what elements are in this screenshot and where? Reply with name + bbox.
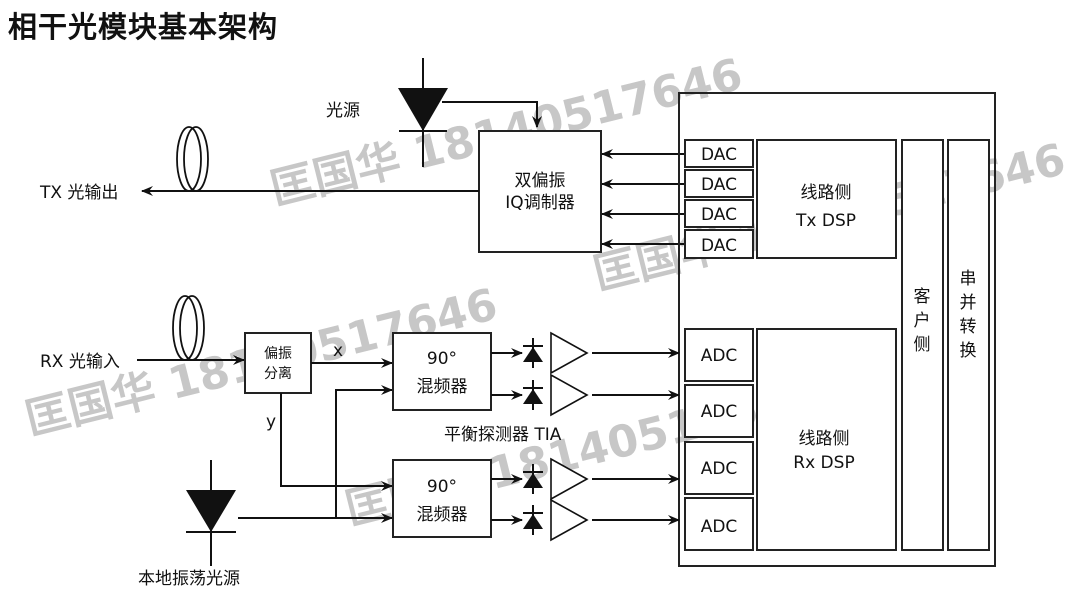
photodiode-icon (523, 380, 543, 410)
dac-arrows (601, 149, 685, 249)
detector-chain (491, 373, 680, 417)
page-title: 相干光模块基本架构 (8, 10, 279, 44)
dsp-chip-block (678, 92, 996, 567)
client-side-char: 户 (914, 311, 931, 331)
tx-dsp-label-2: Tx DSP (795, 211, 856, 231)
y-branch-line (280, 393, 393, 491)
iq-modulator-label-2: IQ调制器 (505, 193, 574, 213)
adc-label: ADC (701, 517, 738, 537)
detector-chain (491, 457, 680, 501)
serdes-block (947, 139, 990, 551)
serdes-char: 并 (960, 293, 977, 313)
y-branch-label: y (266, 412, 276, 432)
tx-laser-icon (398, 58, 542, 167)
tia-amplifier-icon (550, 331, 589, 375)
dac-label: DAC (701, 205, 737, 225)
mixer-x-block (392, 332, 492, 411)
dac-block (684, 229, 754, 259)
dac-block (684, 139, 754, 168)
serdes-char: 串 (960, 269, 977, 289)
tx-dsp-block (756, 139, 897, 259)
client-side-char: 侧 (914, 335, 931, 355)
local-oscillator-label: 本地振荡光源 (138, 569, 240, 589)
serdes-char: 换 (960, 341, 977, 361)
rx-fiber-coil-icon (172, 295, 205, 361)
photodiode-icon (523, 464, 543, 494)
tx-fiber-coil-icon (176, 126, 209, 192)
iq-modulator-label-1: 双偏振 (515, 171, 566, 191)
iq-modulator-block (478, 130, 602, 253)
mixer-y-block (392, 459, 492, 538)
pol-splitter-label-1: 偏振 (264, 346, 292, 362)
dac-group: DAC DAC DAC DAC (684, 139, 754, 259)
adc-block (684, 384, 754, 438)
adc-label: ADC (701, 402, 738, 422)
client-side-block (901, 139, 944, 551)
photodiode-icon (523, 505, 543, 535)
mixer-x-label-1: 90° (427, 349, 457, 369)
rx-dsp-block (756, 328, 897, 551)
dac-block (684, 199, 754, 228)
x-branch-label: x (333, 341, 343, 361)
client-side-char: 客 (914, 287, 931, 307)
dac-label: DAC (701, 145, 737, 165)
detector-chain (491, 498, 680, 542)
adc-label: ADC (701, 346, 738, 366)
dac-block (684, 169, 754, 198)
tx-dsp-label-1: 线路侧 (801, 183, 852, 203)
pol-splitter-block (244, 332, 312, 394)
tia-amplifier-icon (550, 457, 589, 501)
balanced-detector-tia-label: 平衡探测器 TIA (444, 425, 562, 445)
photodiode-icon (523, 338, 543, 368)
lo-laser-icon (186, 460, 236, 566)
detector-chain (491, 331, 680, 375)
lo-split-line (335, 385, 393, 518)
adc-block (684, 328, 754, 382)
tx-output-label: TX 光输出 (39, 183, 118, 203)
rx-dsp-label-1: 线路侧 (799, 429, 850, 449)
tia-amplifier-icon (550, 373, 589, 417)
rx-dsp-label-2: Rx DSP (793, 453, 854, 473)
mixer-x-label-2: 混频器 (417, 377, 468, 397)
pol-splitter-label-2: 分离 (264, 365, 292, 382)
dac-label: DAC (701, 236, 737, 256)
detector-tia-chains (491, 331, 680, 542)
adc-group: ADC ADC ADC ADC (684, 328, 754, 551)
light-source-label: 光源 (326, 101, 360, 121)
mixer-y-label-2: 混频器 (417, 505, 468, 525)
adc-label: ADC (701, 459, 738, 479)
tia-amplifier-icon (550, 498, 589, 542)
dac-label: DAC (701, 175, 737, 195)
mixer-y-label-1: 90° (427, 477, 457, 497)
rx-input-label: RX 光输入 (40, 352, 120, 372)
serdes-char: 转 (960, 317, 977, 337)
adc-block (684, 497, 754, 551)
adc-block (684, 441, 754, 495)
